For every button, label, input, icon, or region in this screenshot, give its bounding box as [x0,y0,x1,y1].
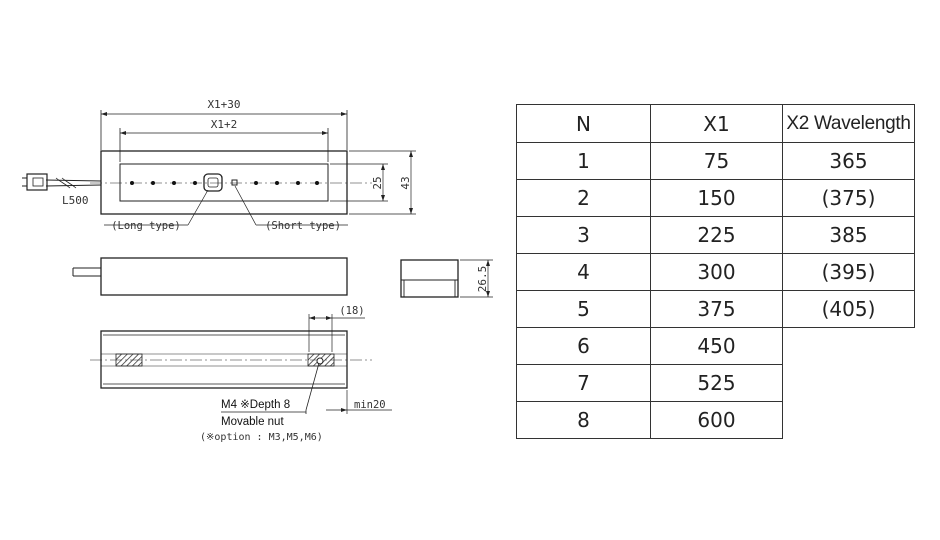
slot-left [115,353,143,367]
cell-x1: 375 [650,290,783,328]
front-view [72,257,348,296]
dim-outer-height: 43 [399,176,412,189]
top-view [22,110,416,226]
label-nut-spec: M4 ※Depth 8 [221,399,290,411]
cell-n: 6 [516,327,651,365]
label-short-type: (Short type) [265,220,341,232]
cell-n: 3 [516,216,651,254]
cell-x1: 150 [650,179,783,217]
cell-empty [783,402,915,439]
label-option-note: (※option : M3,M5,M6) [200,432,323,443]
table-row: 4 300 (395) [516,253,915,291]
cell-wavelength: (375) [782,179,915,217]
dim-side-height: 26.5 [476,266,489,293]
table-row: 5 375 (405) [516,290,915,328]
short-type-led [231,179,238,186]
cell-n: 2 [516,179,651,217]
table-row: 6 450 [516,327,915,365]
cell-n: 4 [516,253,651,291]
dim-nut-offset: (18) [339,305,364,317]
cell-x1: 525 [650,364,783,402]
cell-wavelength: (395) [782,253,915,291]
cell-wavelength: 365 [782,142,915,180]
cell-x1: 300 [650,253,783,291]
table-row: 3 225 385 [516,216,915,254]
dim-min-clearance-lines [326,390,392,414]
side-view [400,259,493,298]
cell-empty [783,328,915,365]
cell-empty [783,365,915,402]
dim-nut-offset-lines [308,314,365,352]
long-type-led [203,173,223,192]
led-dots [130,181,319,185]
cell-n: 1 [516,142,651,180]
table-row: 2 150 (375) [516,179,915,217]
table-row: 8 600 [516,401,915,439]
wavelength-table: N X1 X2 Wavelength 1 75 365 2 150 (375) … [516,104,915,439]
dim-min-clearance: min20 [354,399,386,411]
table-row: 7 525 [516,364,915,402]
cell-x1: 600 [650,401,783,439]
label-long-type: (Long type) [111,220,181,232]
cell-x1: 75 [650,142,783,180]
table-header-row: N X1 X2 Wavelength [516,104,915,143]
cell-x1: 225 [650,216,783,254]
technical-drawing: X1+30 X1+2 L500 25 43 (Long type) (Short… [22,98,493,443]
cell-wavelength: 385 [782,216,915,254]
header-x2-wavelength: X2 Wavelength [782,104,915,143]
nut-marker [316,357,324,365]
label-movable-nut: Movable nut [221,416,284,428]
dim-cable-length: L500 [62,194,89,207]
nut-leader [221,362,320,414]
dim-inner-height: 25 [371,176,384,189]
cell-n: 5 [516,290,651,328]
header-n: N [516,104,651,143]
cell-x1: 450 [650,327,783,365]
cell-wavelength: (405) [782,290,915,328]
cell-n: 8 [516,401,651,439]
dim-x1-plus-2: X1+2 [211,118,238,131]
dim-x1-plus-30: X1+30 [207,98,240,111]
header-x1: X1 [650,104,783,143]
table-row: 1 75 365 [516,142,915,180]
cell-n: 7 [516,364,651,402]
